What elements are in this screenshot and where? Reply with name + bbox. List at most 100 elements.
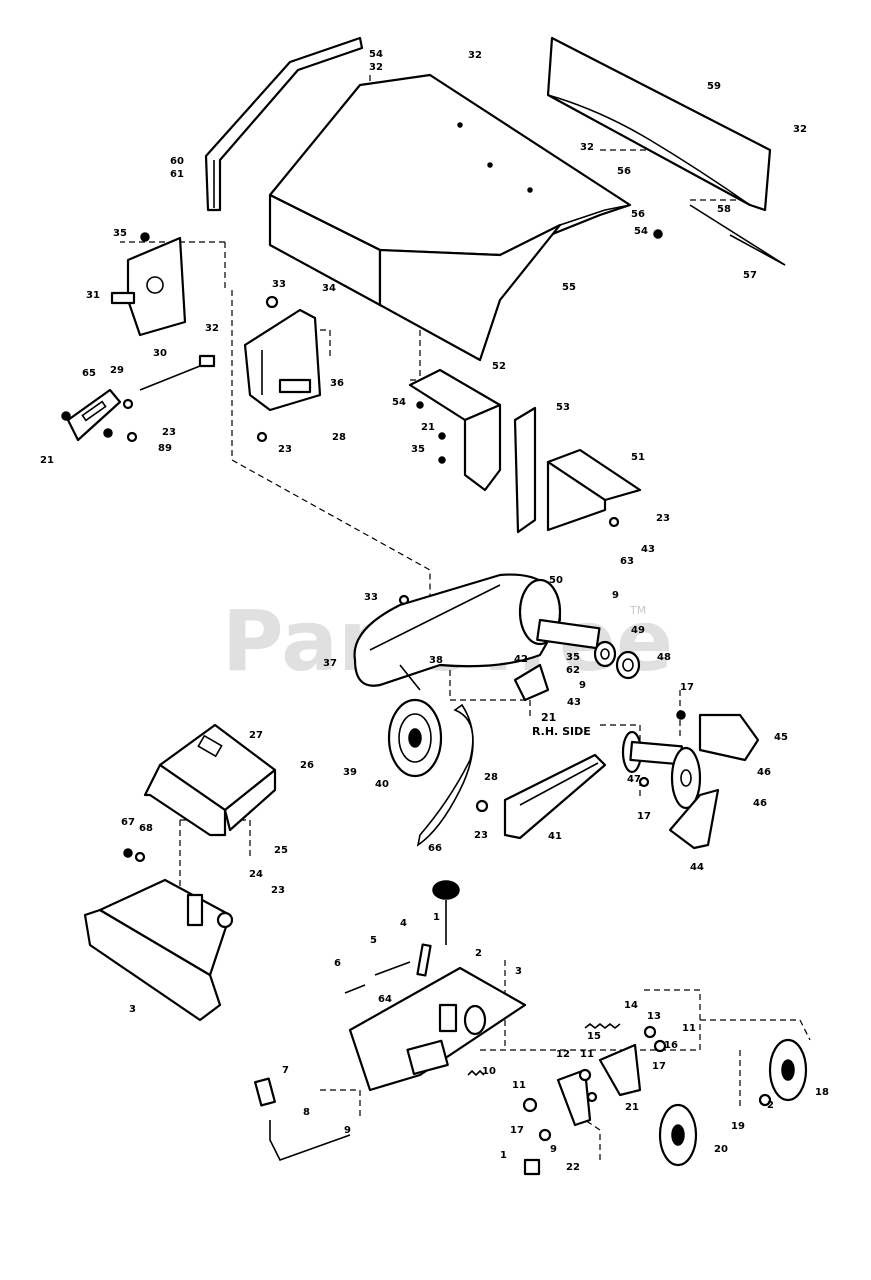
callout-32: 32 (369, 62, 383, 73)
callout-17: 17 (680, 682, 694, 693)
callout-32: 32 (793, 124, 807, 135)
callout-64: 64 (378, 994, 392, 1005)
hub-47 (621, 730, 702, 810)
callout-66: 66 (428, 843, 442, 854)
callout-19: 19 (731, 1121, 745, 1132)
cover-51 (546, 448, 642, 532)
watermark-tm: TM (629, 604, 646, 617)
callout-5: 5 (370, 935, 377, 946)
callout-33: 33 (272, 279, 286, 290)
callout-54: 54 (369, 49, 383, 60)
pin-5 (374, 961, 411, 976)
callout-55: 55 (562, 282, 576, 293)
bolt-30 (139, 354, 216, 391)
callout-59: 59 (707, 81, 721, 92)
bracket-31 (110, 236, 187, 337)
callout-9: 9 (550, 1144, 557, 1155)
callout-10: 10 (482, 1066, 496, 1077)
callout-35: 35 (566, 652, 580, 663)
callout-32: 32 (468, 50, 482, 61)
hardware-dots (61, 229, 686, 863)
callout-2: 2 (767, 1100, 774, 1111)
callout-9: 9 (612, 590, 619, 601)
guard-26 (143, 723, 277, 837)
callout-68: 68 (139, 823, 153, 834)
callout-54: 54 (634, 226, 648, 237)
callout-32: 32 (205, 323, 219, 334)
link-15 (598, 1043, 642, 1097)
callout-13: 13 (647, 1011, 661, 1022)
rh-side-number: 21 (541, 711, 556, 724)
callout-35: 35 (411, 444, 425, 455)
callout-15: 15 (587, 1031, 601, 1042)
callout-21: 21 (40, 455, 54, 466)
callout-65: 65 (82, 368, 96, 379)
callout-43: 43 (567, 697, 581, 708)
handle-7 (254, 1077, 276, 1107)
callout-1: 1 (433, 912, 440, 923)
callout-8: 8 (303, 1107, 310, 1118)
callout-35: 35 (113, 228, 127, 239)
bracket-44 (668, 788, 720, 850)
bearing-48 (615, 650, 641, 680)
link-65 (66, 388, 122, 442)
callout-14: 14 (624, 1000, 638, 1011)
callout-24: 24 (249, 869, 263, 880)
callout-21: 21 (625, 1102, 639, 1113)
callout-2: 2 (475, 948, 482, 959)
callout-37: 37 (323, 658, 337, 669)
callout-48: 48 (657, 652, 671, 663)
chain-case-37 (353, 573, 601, 691)
belt-66 (416, 703, 474, 847)
callout-27: 27 (249, 730, 263, 741)
callout-23: 23 (278, 444, 292, 455)
callout-41: 41 (548, 831, 562, 842)
callout-61: 61 (170, 169, 184, 180)
callout-51: 51 (631, 452, 645, 463)
frame-3-left (83, 878, 234, 1022)
callout-38: 38 (429, 655, 443, 666)
pin-6 (344, 984, 366, 994)
callout-46: 46 (757, 767, 771, 778)
callout-20: 20 (714, 1144, 728, 1155)
callout-18: 18 (815, 1087, 829, 1098)
callout-31: 31 (86, 290, 100, 301)
bracket-60-61 (204, 36, 364, 212)
callout-46: 46 (753, 798, 767, 809)
callout-23: 23 (271, 885, 285, 896)
callout-23: 23 (162, 427, 176, 438)
callout-34: 34 (322, 283, 336, 294)
callout-30: 30 (153, 348, 167, 359)
callout-49: 49 (631, 625, 645, 636)
callout-25: 25 (274, 845, 288, 856)
callout-29: 29 (110, 365, 124, 376)
callout-23: 23 (656, 513, 670, 524)
pulley-40 (387, 698, 443, 778)
callout-17: 17 (637, 811, 651, 822)
spring-14 (584, 1022, 621, 1030)
bracket-36 (243, 308, 322, 412)
callout-32: 32 (580, 142, 594, 153)
bearing-49 (593, 640, 617, 668)
callout-17: 17 (510, 1125, 524, 1136)
callout-11: 11 (682, 1023, 696, 1034)
pin-4 (416, 943, 432, 977)
callout-21: 21 (421, 422, 435, 433)
frame-3-right (348, 966, 527, 1092)
lever-8 (269, 1120, 351, 1161)
callout-43: 43 (641, 544, 655, 555)
housing-55 (268, 73, 632, 362)
callout-7: 7 (282, 1065, 289, 1076)
callout-60: 60 (170, 156, 184, 167)
callout-47: 47 (627, 774, 641, 785)
callout-17: 17 (652, 1061, 666, 1072)
callout-39: 39 (343, 767, 357, 778)
callout-22: 22 (566, 1162, 580, 1173)
callout-40: 40 (375, 779, 389, 790)
callout-54: 54 (392, 397, 406, 408)
shield-59 (546, 36, 772, 212)
pulley-18 (768, 1038, 808, 1102)
bracket-42 (513, 663, 550, 702)
callout-6: 6 (334, 958, 341, 969)
callout-50: 50 (549, 575, 563, 586)
